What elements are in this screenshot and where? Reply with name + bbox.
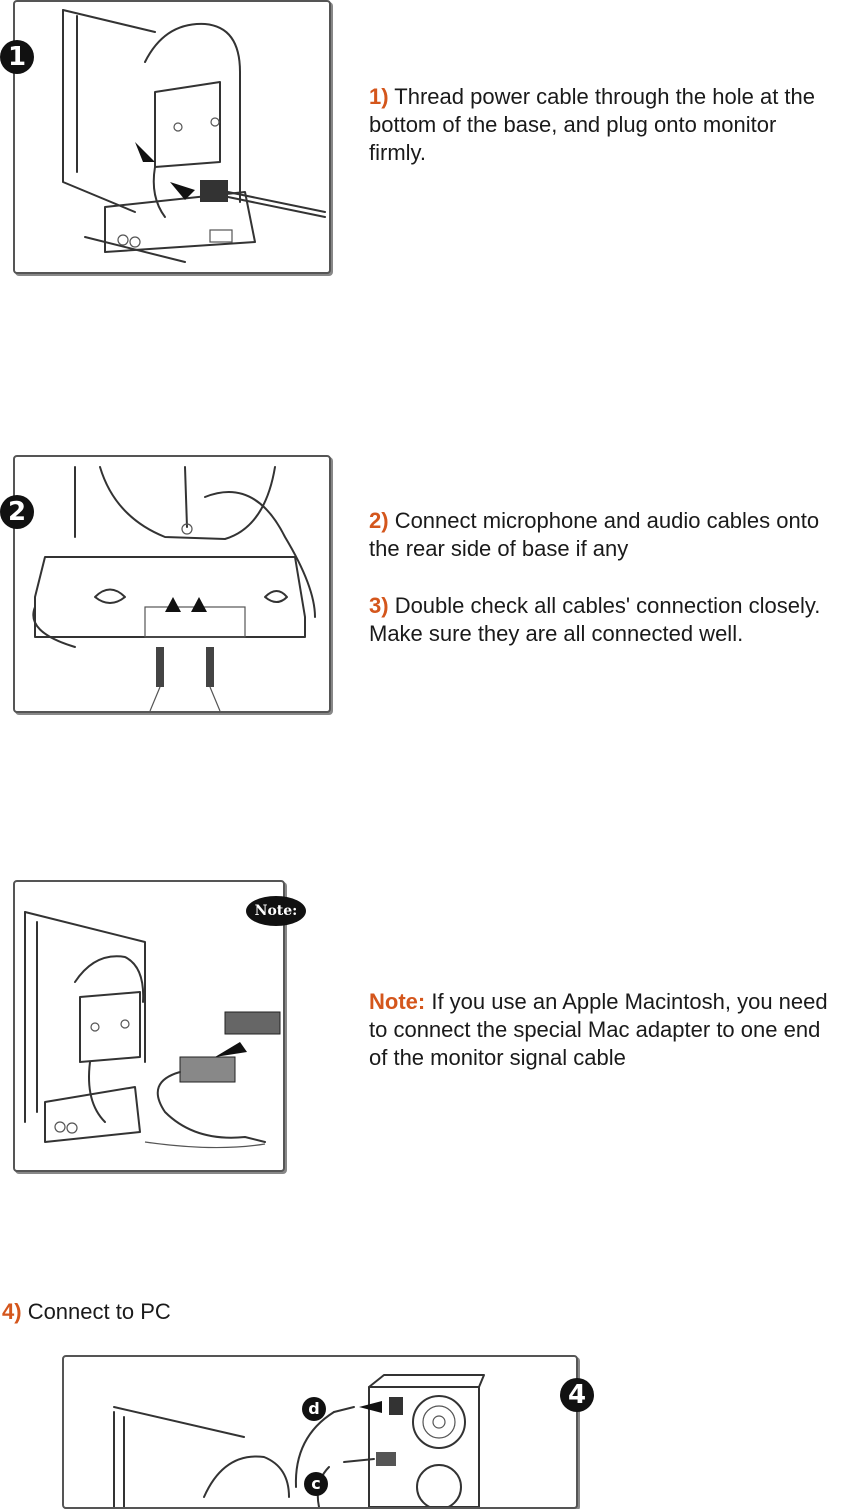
step-3-number: 3): [369, 593, 389, 618]
step-2-text: 2) Connect microphone and audio cables o…: [369, 507, 839, 563]
step-one-badge: 1: [0, 40, 34, 74]
note-badge: Note:: [246, 896, 306, 926]
step-4-description: Connect to PC: [27, 1299, 171, 1324]
illustration-audio-cables: [13, 455, 331, 713]
illustration-mac-adapter: [13, 880, 285, 1172]
mac-adapter-drawing: [24, 911, 281, 1149]
step-3-text: 3) Double check all cables' connection c…: [369, 592, 839, 648]
step-1-number: 1): [369, 84, 389, 109]
step-2-description: Connect microphone and audio cables onto…: [369, 508, 820, 561]
step-two-badge: 2: [0, 495, 34, 529]
step-1-text: 1) Thread power cable through the hole a…: [369, 83, 839, 167]
note-text: Note: If you use an Apple Macintosh, you…: [369, 988, 841, 1072]
step-2-number: 2): [369, 508, 389, 533]
base-audio-drawing: [32, 466, 316, 711]
step-4-number: 4): [2, 1299, 22, 1324]
d-port-badge: d: [302, 1397, 326, 1421]
note-label: Note:: [369, 989, 426, 1014]
monitor-base-power-drawing: [62, 9, 326, 263]
step-four-badge: 4: [560, 1378, 594, 1412]
step-1-description: Thread power cable through the hole at t…: [369, 84, 816, 165]
step-4-text: 4) Connect to PC: [2, 1298, 402, 1326]
step-3-description: Double check all cables' connection clos…: [369, 593, 821, 646]
illustration-power-cable: [13, 0, 331, 274]
illustration-connect-pc: d c: [62, 1355, 578, 1509]
note-description: If you use an Apple Macintosh, you need …: [369, 989, 828, 1070]
c-port-badge: c: [304, 1472, 328, 1496]
